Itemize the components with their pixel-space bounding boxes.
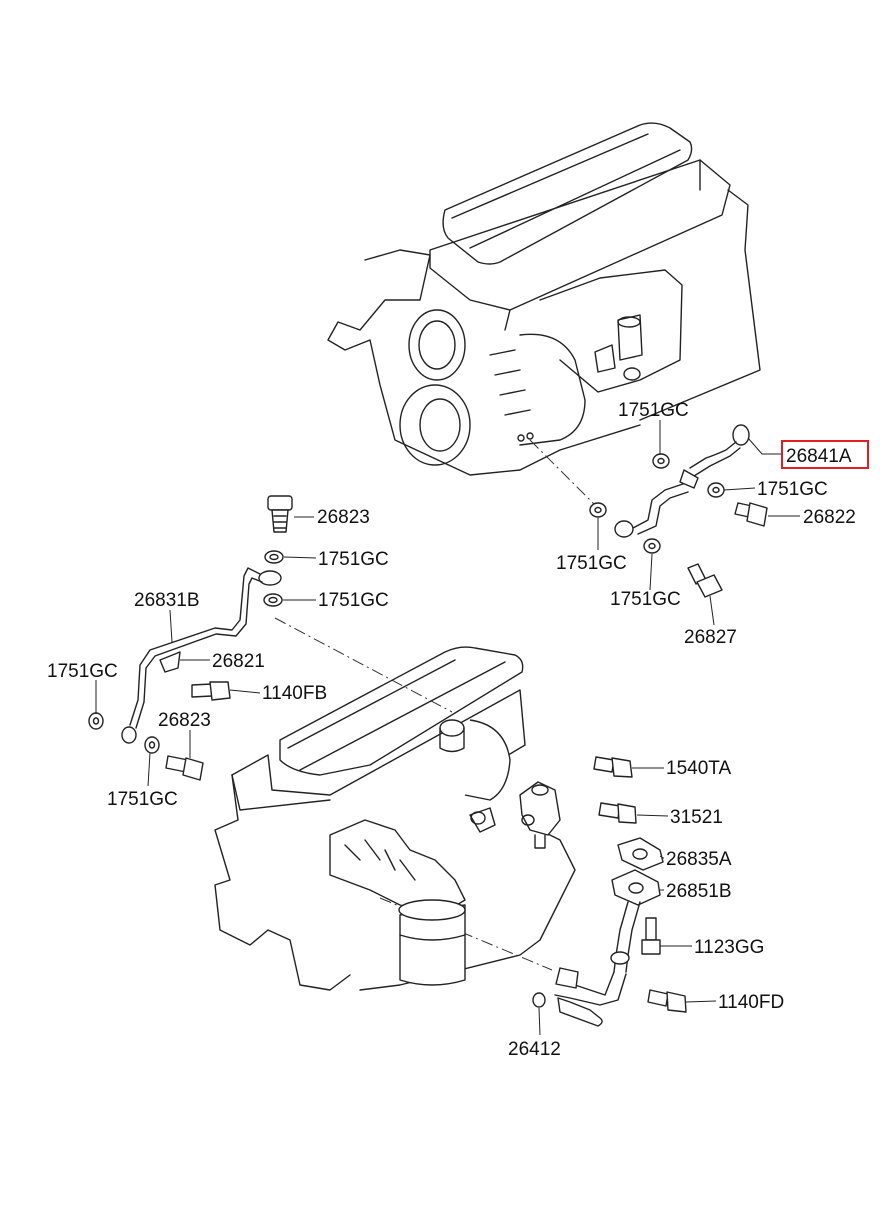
part-label-26831b[interactable]: 26831B	[134, 590, 200, 611]
part-label-1751gc[interactable]: 1751GC	[610, 589, 681, 610]
clip-26821[interactable]	[159, 651, 181, 673]
part-label-26412[interactable]: 26412	[508, 1039, 561, 1060]
bolt-31521[interactable]	[598, 802, 637, 824]
part-label-26823[interactable]: 26823	[317, 507, 370, 528]
upper-engine-block	[327, 122, 761, 476]
part-label-1751gc[interactable]: 1751GC	[618, 400, 689, 421]
highlight-box	[781, 440, 869, 469]
bolt-1140fd[interactable]	[647, 989, 687, 1013]
part-26831b-oil-pipe[interactable]	[121, 567, 282, 744]
washer-1751gc[interactable]	[88, 712, 104, 730]
part-label-1751gc[interactable]: 1751GC	[107, 789, 178, 810]
part-label-26835a[interactable]: 26835A	[666, 849, 732, 870]
washer-1751gc[interactable]	[707, 482, 725, 498]
part-labels: 1751GC 26841A 1751GC 26822 1751GC 1751GC…	[47, 400, 856, 1060]
part-label-1123gg[interactable]: 1123GG	[694, 937, 764, 958]
washer-1751gc[interactable]	[643, 538, 661, 554]
part-26841a-oil-pipe[interactable]	[614, 424, 750, 538]
part-label-26827[interactable]: 26827	[684, 627, 737, 648]
part-label-1751gc[interactable]: 1751GC	[757, 479, 828, 500]
washer-1751gc[interactable]	[589, 502, 607, 518]
alignment-line	[529, 439, 596, 506]
alignment-line	[274, 617, 453, 713]
part-label-1540ta[interactable]: 1540TA	[666, 758, 731, 779]
bolt-1123gg[interactable]	[641, 917, 661, 955]
washer-1751gc[interactable]	[264, 550, 284, 564]
part-label-26841a[interactable]: 26841A	[786, 446, 852, 467]
lower-engine-block	[214, 646, 576, 991]
part-label-26823[interactable]: 26823	[158, 710, 211, 731]
gasket-26835a[interactable]	[617, 837, 664, 871]
part-label-1751gc[interactable]: 1751GC	[318, 549, 389, 570]
part-label-26822[interactable]: 26822	[803, 507, 856, 528]
bolt-1140fb[interactable]	[191, 681, 231, 701]
bolt-1540ta[interactable]	[593, 756, 633, 778]
part-label-26851b[interactable]: 26851B	[666, 881, 732, 902]
bolt-26822[interactable]	[734, 502, 768, 527]
part-label-26821[interactable]: 26821	[212, 651, 265, 672]
leader-lines	[95, 420, 800, 1036]
bolt-26823[interactable]	[267, 495, 293, 533]
part-label-1751gc[interactable]: 1751GC	[47, 661, 118, 682]
part-label-31521[interactable]: 31521	[670, 807, 723, 828]
bolt-26827[interactable]	[687, 563, 723, 598]
washer-1751gc[interactable]	[652, 453, 670, 469]
part-label-1140fb[interactable]: 1140FB	[262, 683, 327, 704]
pipe-26851b[interactable]	[554, 869, 661, 1027]
part-label-1751gc[interactable]: 1751GC	[556, 553, 627, 574]
washer-1751gc[interactable]	[263, 593, 283, 607]
washer-26412[interactable]	[532, 992, 546, 1008]
washer-1751gc[interactable]	[144, 736, 160, 754]
bolt-26823[interactable]	[165, 755, 204, 781]
part-label-1751gc[interactable]: 1751GC	[318, 590, 389, 611]
part-label-1140fd[interactable]: 1140FD	[718, 992, 784, 1013]
